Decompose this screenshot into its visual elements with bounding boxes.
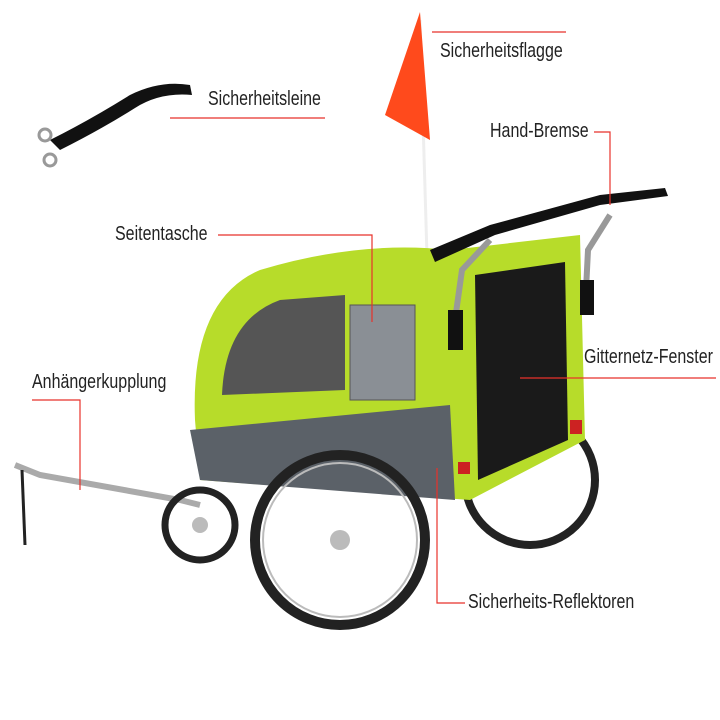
label-brake: Hand-Bremse <box>490 120 589 142</box>
label-side-pocket: Seitentasche <box>115 223 208 245</box>
wheels <box>161 450 430 630</box>
callout-lines <box>32 31 716 604</box>
label-mesh-window: Gitternetz-Fenster <box>584 346 713 368</box>
label-reflectors: Sicherheits-Reflektoren <box>468 591 635 613</box>
label-flag: Sicherheitsflagge <box>440 40 563 62</box>
hitch-bar <box>13 462 201 508</box>
flag-image <box>385 12 430 291</box>
label-hitch: Anhängerkupplung <box>32 371 167 393</box>
trailer-body <box>190 188 668 500</box>
label-leash: Sicherheitsleine <box>208 88 321 110</box>
leash-image <box>37 83 192 168</box>
